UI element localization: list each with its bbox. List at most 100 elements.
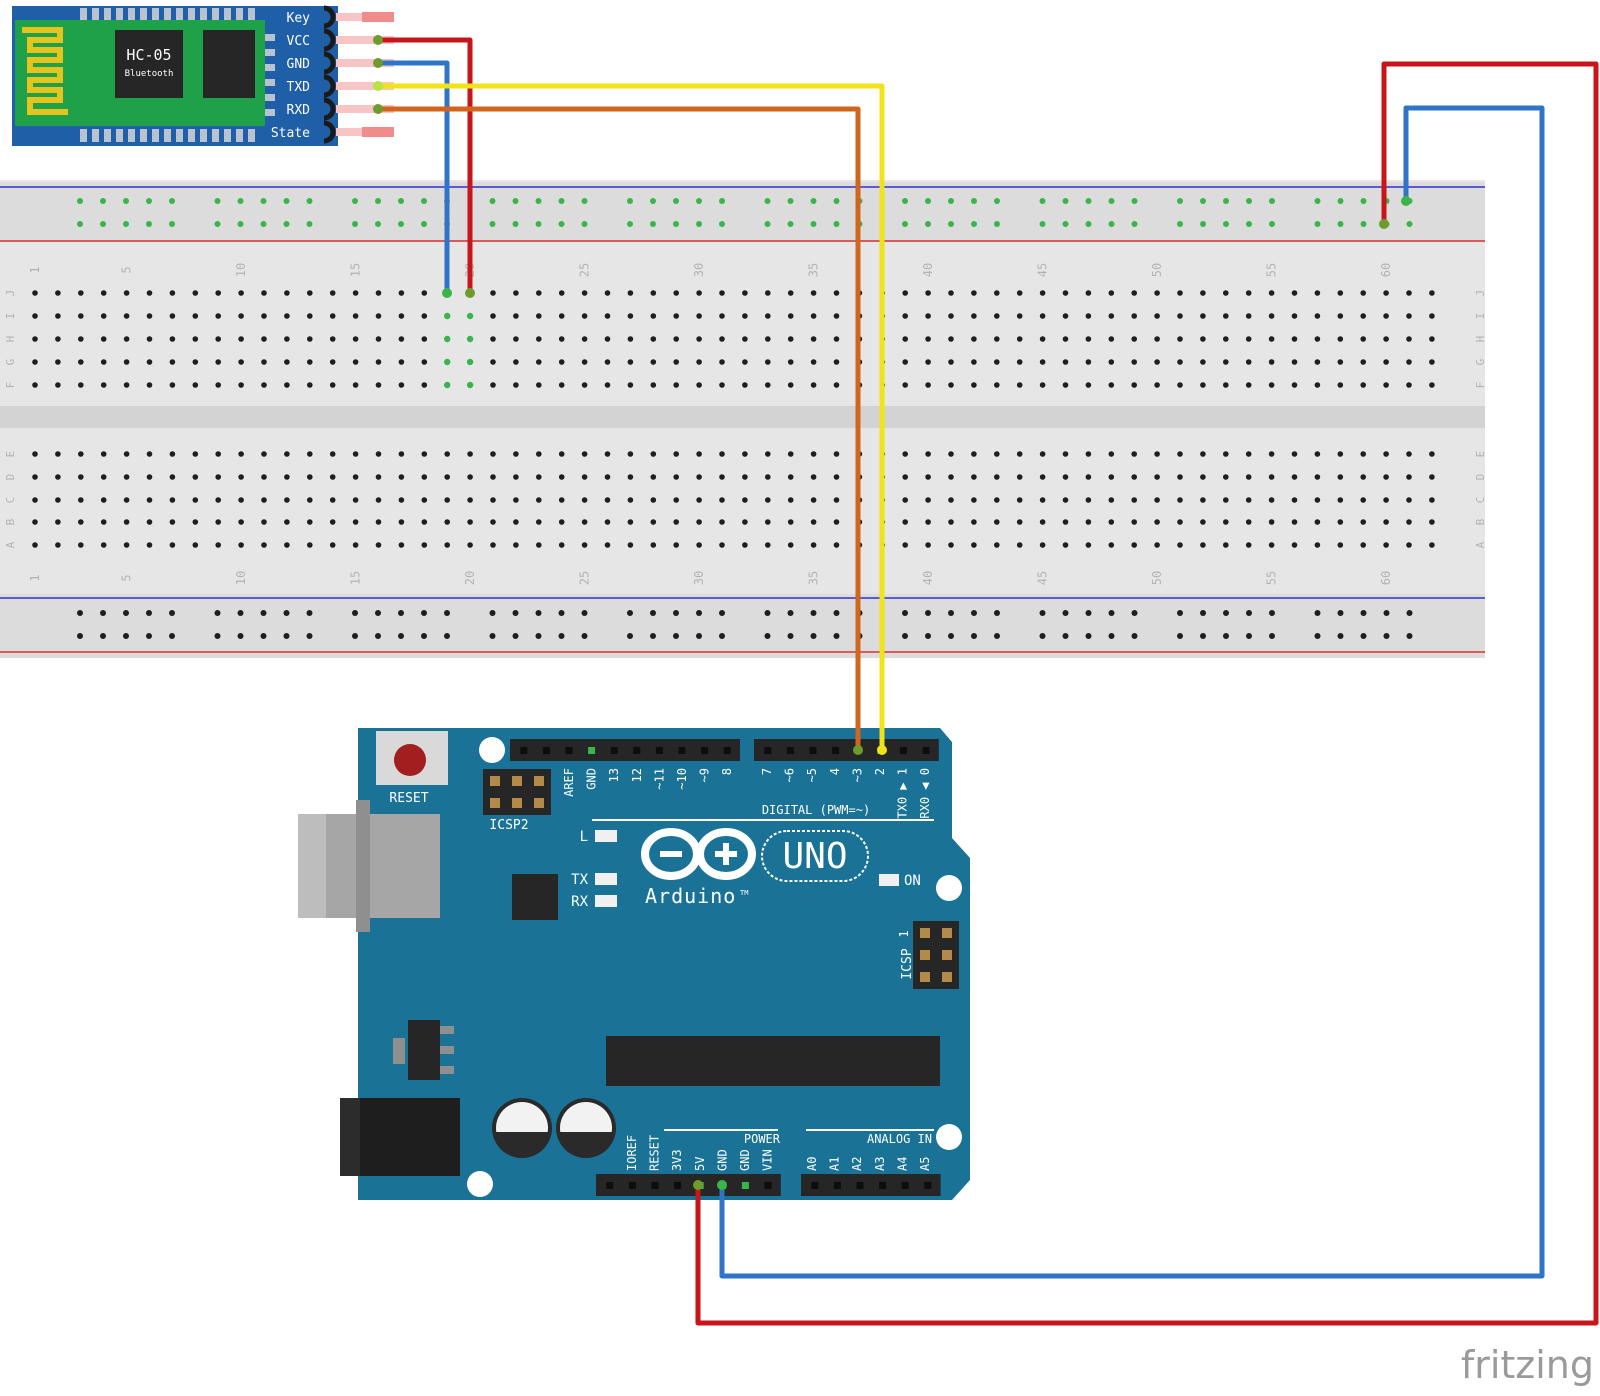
breadboard-hole[interactable] — [146, 474, 153, 480]
breadboard-hole[interactable] — [994, 451, 1000, 457]
rail-hole[interactable] — [214, 633, 221, 639]
rail-hole[interactable] — [673, 633, 679, 639]
icsp-pin[interactable] — [490, 798, 500, 808]
breadboard-hole[interactable] — [1383, 497, 1389, 503]
rail-hole[interactable] — [169, 221, 175, 227]
breadboard-hole[interactable] — [1131, 474, 1137, 480]
rail-hole[interactable] — [627, 198, 633, 204]
wire-endpoint[interactable] — [877, 745, 887, 755]
rail-hole[interactable] — [283, 198, 290, 204]
rail-hole[interactable] — [764, 610, 771, 616]
breadboard-hole[interactable] — [32, 313, 38, 319]
breadboard-hole[interactable] — [787, 497, 794, 503]
breadboard-hole[interactable] — [1177, 474, 1183, 480]
rail-hole[interactable] — [375, 198, 381, 204]
breadboard-hole[interactable] — [1016, 359, 1023, 365]
header-socket[interactable] — [674, 1182, 682, 1189]
rail-hole[interactable] — [1200, 221, 1206, 227]
breadboard-hole[interactable] — [673, 542, 679, 548]
rail-hole[interactable] — [283, 633, 290, 639]
breadboard-hole[interactable] — [1131, 382, 1137, 388]
breadboard-hole[interactable] — [1360, 542, 1366, 548]
breadboard-hole[interactable] — [1039, 313, 1046, 319]
breadboard-hole[interactable] — [994, 474, 1000, 480]
rail-hole[interactable] — [558, 610, 565, 616]
breadboard-hole[interactable] — [719, 497, 725, 503]
rail-hole[interactable] — [1085, 198, 1092, 204]
breadboard-hole[interactable] — [787, 474, 794, 480]
breadboard-hole[interactable] — [627, 382, 634, 388]
breadboard-hole[interactable] — [215, 519, 221, 525]
breadboard-hole[interactable] — [1291, 542, 1298, 548]
breadboard-hole[interactable] — [948, 290, 954, 296]
breadboard-hole[interactable] — [1223, 359, 1229, 365]
breadboard-hole[interactable] — [78, 336, 84, 342]
breadboard-hole[interactable] — [421, 542, 428, 548]
rail-hole[interactable] — [306, 198, 313, 204]
rail-hole[interactable] — [352, 633, 358, 639]
breadboard-hole[interactable] — [1406, 382, 1412, 388]
rail-hole[interactable] — [810, 610, 817, 616]
breadboard-hole[interactable] — [375, 497, 382, 503]
breadboard-hole[interactable] — [513, 542, 519, 548]
rail-hole[interactable] — [787, 633, 794, 639]
breadboard-hole[interactable] — [1085, 290, 1092, 296]
rail-hole[interactable] — [1269, 221, 1275, 227]
rail-hole[interactable] — [787, 221, 794, 227]
breadboard-hole[interactable] — [627, 497, 634, 503]
breadboard-hole[interactable] — [169, 382, 176, 388]
rail-hole[interactable] — [1039, 221, 1046, 227]
breadboard-hole[interactable] — [925, 474, 931, 480]
breadboard-hole[interactable] — [32, 497, 38, 503]
breadboard-hole[interactable] — [536, 336, 542, 342]
breadboard-hole[interactable] — [1131, 519, 1137, 525]
breadboard-hole[interactable] — [1016, 474, 1023, 480]
breadboard-hole[interactable] — [100, 290, 107, 296]
rail-hole[interactable] — [535, 221, 542, 227]
breadboard-hole[interactable] — [810, 519, 817, 525]
breadboard-hole[interactable] — [490, 519, 496, 525]
breadboard-hole[interactable] — [1268, 474, 1275, 480]
breadboard-hole[interactable] — [307, 519, 313, 525]
breadboard-hole[interactable] — [146, 313, 153, 319]
breadboard-hole[interactable] — [398, 542, 405, 548]
breadboard-hole[interactable] — [513, 382, 519, 388]
breadboard-hole[interactable] — [169, 451, 176, 457]
rail-hole[interactable] — [1131, 633, 1138, 639]
breadboard-hole[interactable] — [719, 519, 725, 525]
breadboard-hole[interactable] — [1154, 313, 1160, 319]
breadboard-hole[interactable] — [1108, 542, 1115, 548]
rail-hole[interactable] — [489, 633, 496, 639]
breadboard-hole[interactable] — [169, 336, 176, 342]
rail-hole[interactable] — [1085, 610, 1092, 616]
breadboard-hole[interactable] — [604, 336, 611, 342]
breadboard-hole[interactable] — [925, 519, 931, 525]
breadboard-hole[interactable] — [78, 382, 84, 388]
rail-hole[interactable] — [581, 610, 588, 616]
rail-hole[interactable] — [1360, 610, 1367, 616]
rail-hole[interactable] — [375, 610, 381, 616]
breadboard-hole[interactable] — [238, 382, 244, 388]
header-socket[interactable] — [651, 1182, 659, 1189]
breadboard-hole[interactable] — [1062, 359, 1069, 365]
rail-hole[interactable] — [764, 221, 771, 227]
breadboard-hole[interactable] — [1200, 290, 1206, 296]
breadboard-hole[interactable] — [352, 290, 359, 296]
rail-hole[interactable] — [1177, 610, 1183, 616]
breadboard-hole[interactable] — [1177, 290, 1183, 296]
header-socket[interactable] — [899, 747, 907, 754]
breadboard-hole[interactable] — [1429, 290, 1435, 296]
breadboard-hole[interactable] — [787, 451, 794, 457]
breadboard-hole[interactable] — [810, 451, 817, 457]
breadboard-hole[interactable] — [650, 474, 657, 480]
rail-hole[interactable] — [719, 198, 725, 204]
breadboard-hole[interactable] — [55, 519, 61, 525]
breadboard-hole[interactable] — [1291, 451, 1298, 457]
breadboard-hole[interactable] — [719, 359, 725, 365]
breadboard-hole[interactable] — [1268, 290, 1275, 296]
rail-hole[interactable] — [169, 633, 175, 639]
breadboard-hole[interactable] — [1062, 451, 1069, 457]
breadboard-hole[interactable] — [1383, 313, 1389, 319]
breadboard-hole[interactable] — [1223, 382, 1229, 388]
rail-hole[interactable] — [352, 221, 358, 227]
